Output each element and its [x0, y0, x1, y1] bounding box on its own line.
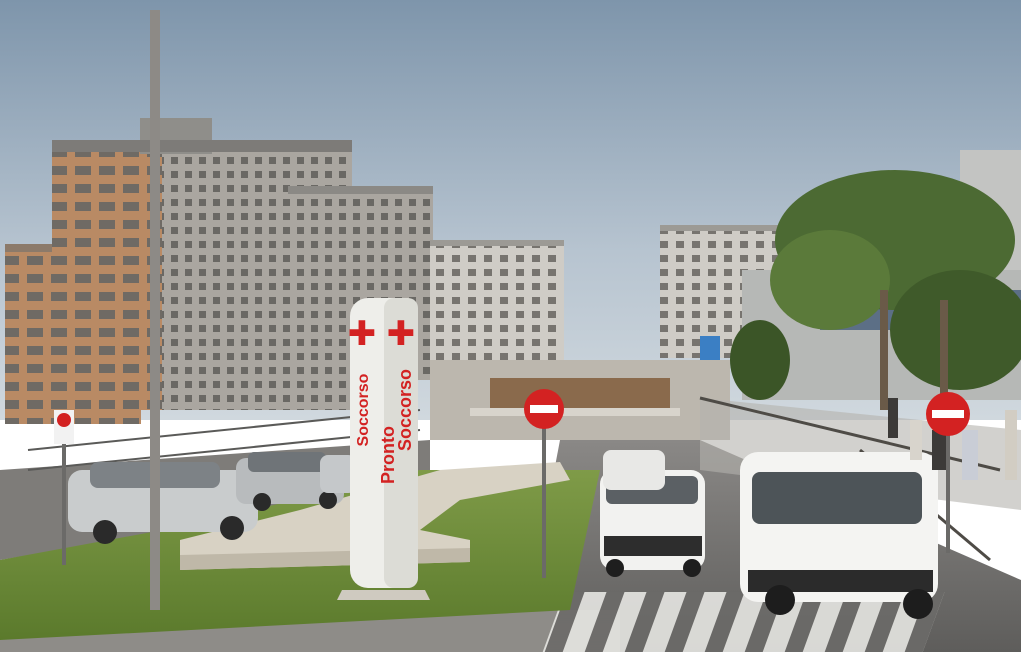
- trees-right: [730, 170, 1021, 410]
- pronto-soccorso-pillar: ✚ ✚ Pronto Soccorso Soccorso: [337, 298, 430, 600]
- crosswalk: [542, 592, 945, 652]
- parked-car-silver-1: [68, 462, 258, 544]
- parking-sign-left: [54, 410, 74, 565]
- pillar-cross-right: ✚: [387, 314, 416, 354]
- pillar-text-pronto: Pronto: [378, 426, 398, 484]
- pillar-text-soccorso-side: Soccorso: [355, 373, 372, 446]
- building-center-light: [430, 240, 564, 373]
- no-entry-sign-right: [926, 392, 970, 553]
- white-van-right: [740, 452, 938, 619]
- building-emergency-entrance: [430, 360, 730, 440]
- pillar-text-soccorso: Soccorso: [395, 369, 415, 451]
- pedestrians: [888, 398, 1017, 480]
- parked-car-silver-2: [236, 452, 344, 511]
- street-lamp-pole: [150, 10, 160, 610]
- white-car-far: [603, 450, 665, 490]
- no-entry-sign-center: [524, 389, 564, 578]
- parked-car-silver-3: [320, 455, 356, 493]
- pillar-cross-left: ✚: [348, 314, 377, 354]
